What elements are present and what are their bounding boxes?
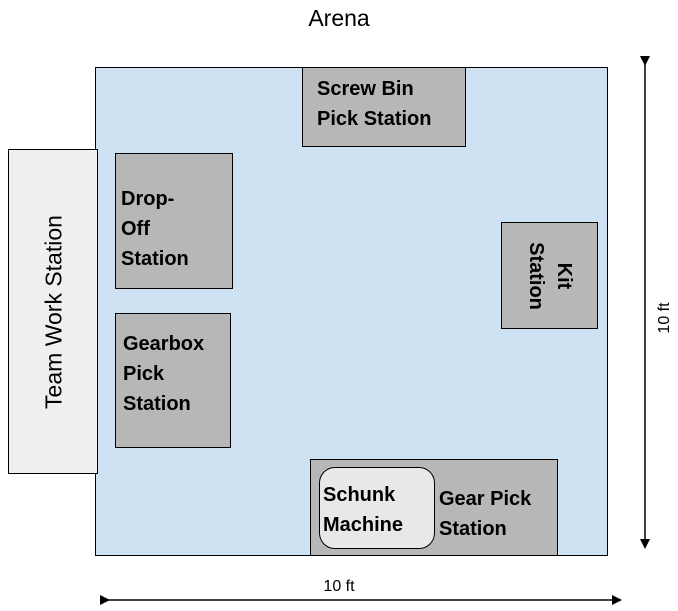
width-dimension-label: 10 ft bbox=[323, 578, 355, 595]
screw-bin-label-line-1: Screw Bin bbox=[317, 78, 414, 100]
arena-title: Arena bbox=[308, 5, 370, 31]
gear-pick-label-line-2: Station bbox=[439, 518, 507, 540]
schunk-label-line-2: Machine bbox=[323, 514, 404, 536]
kit-station: Kit Station bbox=[501, 222, 598, 329]
screw-bin-label-line-2: Pick Station bbox=[317, 108, 432, 130]
drop-off-label-line-2: Off bbox=[121, 218, 150, 240]
height-dimension-label: 10 ft bbox=[656, 302, 673, 334]
gear-pick-label: Gear Pick Station bbox=[439, 484, 531, 544]
schunk-label-line-1: Schunk bbox=[323, 484, 396, 506]
drop-off-label-line-3: Station bbox=[121, 248, 189, 270]
gear-pick-label-line-1: Gear Pick bbox=[439, 488, 532, 510]
gearbox-label-line-3: Station bbox=[123, 393, 191, 415]
drop-off-station: Drop- Off Station bbox=[115, 153, 233, 289]
gearbox-label-line-2: Pick bbox=[123, 363, 165, 385]
screw-bin-pick-station: Screw Bin Pick Station bbox=[302, 67, 466, 147]
gear-pick-station: Schunk Machine Gear Pick Station bbox=[310, 459, 558, 556]
drop-off-label-line-1: Drop- bbox=[121, 188, 175, 210]
schunk-machine: Schunk Machine bbox=[319, 467, 435, 549]
team-work-station: Team Work Station bbox=[8, 149, 98, 474]
gearbox-pick-station: Gearbox Pick Station bbox=[115, 313, 231, 448]
gearbox-label-line-1: Gearbox bbox=[123, 333, 205, 355]
